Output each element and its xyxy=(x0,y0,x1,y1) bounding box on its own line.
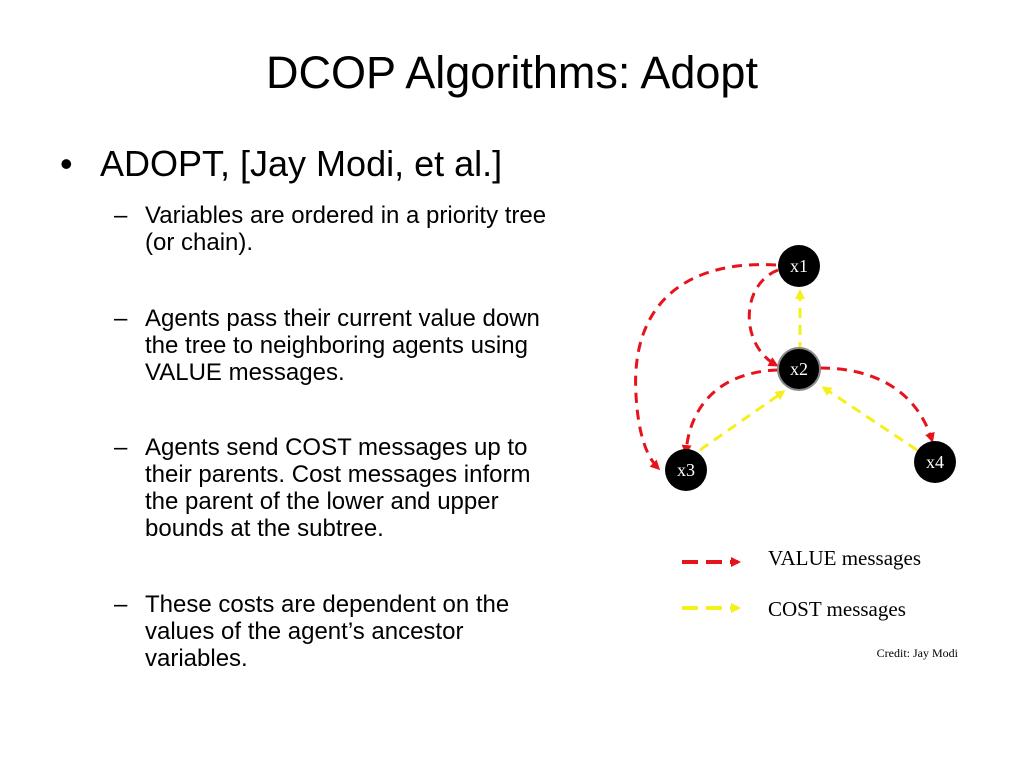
subbullet-text: These costs are dependent on the values … xyxy=(145,591,510,672)
subbullet-text: Agents send COST messages up to their pa… xyxy=(145,434,531,542)
node-x4: x4 xyxy=(914,441,956,483)
main-bullet-text: ADOPT, [Jay Modi, et al.] xyxy=(100,143,503,184)
node-x3-label: x3 xyxy=(677,460,695,480)
node-x1: x1 xyxy=(778,245,820,287)
node-x3: x3 xyxy=(665,449,707,491)
subbullet-text: Agents pass their current value down the… xyxy=(145,305,540,386)
slide-title: DCOP Algorithms: Adopt xyxy=(266,47,758,98)
node-x1-label: x1 xyxy=(790,256,808,276)
node-x2: x2 xyxy=(777,347,821,391)
value-edge-x1-x2 xyxy=(747,268,779,367)
value-edge-x2-x4 xyxy=(819,366,935,443)
legend-value-label: VALUE messages xyxy=(768,546,921,570)
node-x4-label: x4 xyxy=(926,452,944,472)
dash-mark: – xyxy=(114,591,128,618)
dash-mark: – xyxy=(114,434,128,461)
cost-edge-x4-x2 xyxy=(821,386,918,452)
dash-mark: – xyxy=(114,305,128,332)
bullet-mark: • xyxy=(60,143,73,184)
legend-cost-label: COST messages xyxy=(768,597,906,621)
value-edge-x2-x3 xyxy=(681,368,779,455)
cost-edge-x3-x2 xyxy=(699,390,786,452)
subbullet-text: Variables are ordered in a priority tree… xyxy=(145,202,547,256)
node-x2-label: x2 xyxy=(790,359,808,379)
legend: VALUE messages COST messages xyxy=(682,546,921,621)
dash-mark: – xyxy=(114,202,128,229)
value-edge-x1-x3 xyxy=(634,263,777,471)
credit-text: Credit: Jay Modi xyxy=(877,646,959,660)
